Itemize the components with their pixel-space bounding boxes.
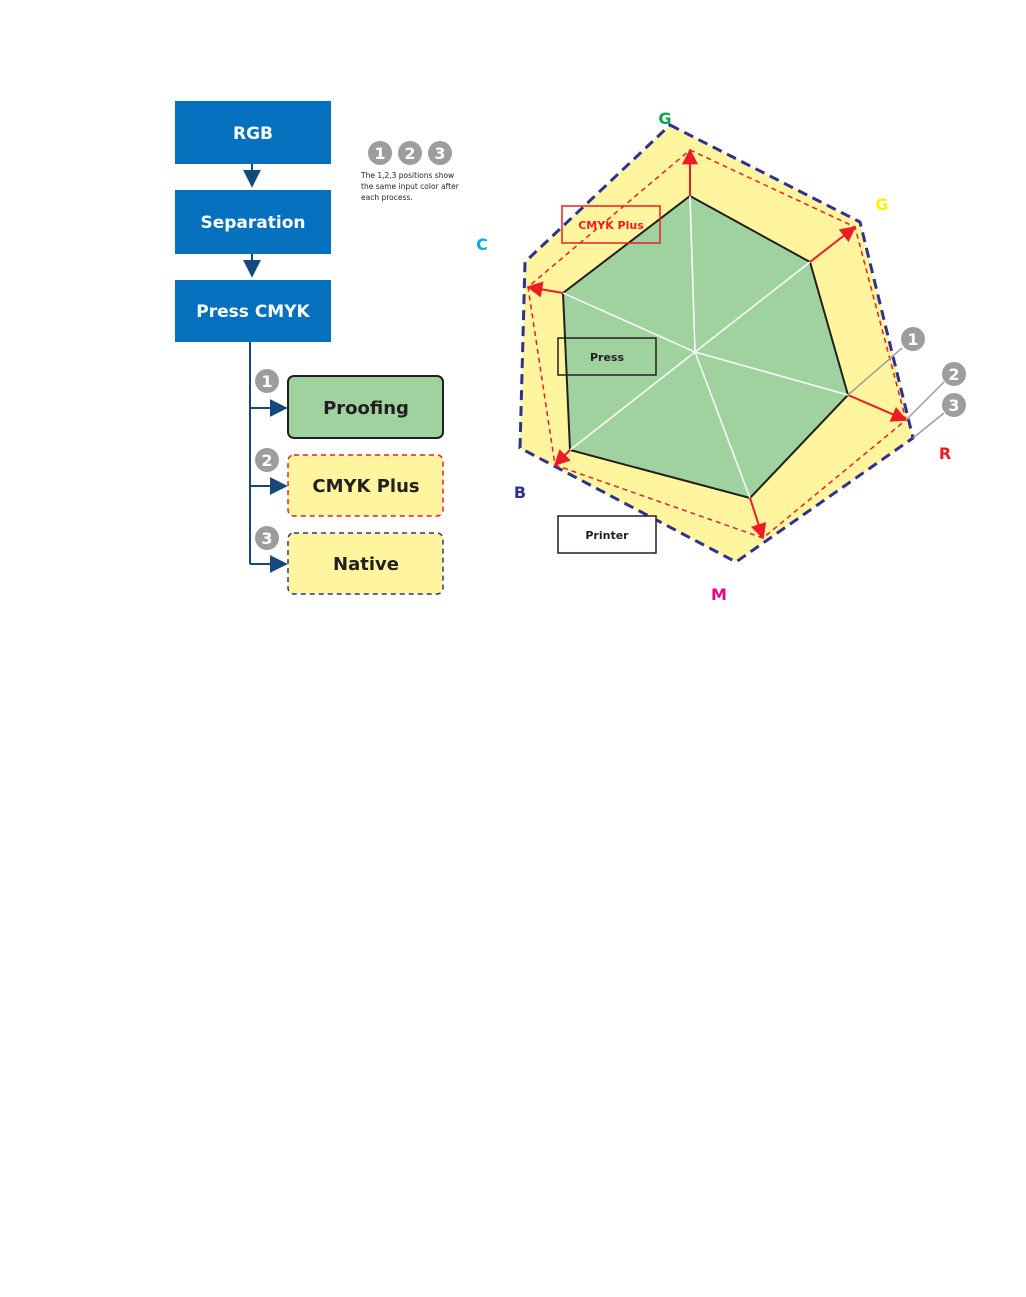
press-tag-label: Press (590, 351, 624, 364)
step-1-number: 1 (261, 372, 272, 391)
printer-tag-label: Printer (585, 529, 629, 542)
marker-2-leader (906, 382, 944, 420)
gamut-marker-2-number: 2 (948, 365, 959, 384)
press-cmyk-label: Press CMYK (196, 302, 310, 322)
cmyk-plus-label: CMYK Plus (312, 476, 419, 497)
label-g-right: G (875, 195, 888, 214)
separation-label: Separation (200, 213, 305, 233)
rgb-label: RGB (233, 124, 273, 144)
legend-number-2: 2 (404, 144, 415, 163)
legend-line-1: The 1,2,3 positions show (360, 171, 454, 180)
legend-number-1: 1 (374, 144, 385, 163)
legend-line-3: each process. (361, 193, 413, 202)
label-b: B (514, 483, 526, 502)
label-r: R (939, 444, 951, 463)
cmyk-plus-tag-label: CMYK Plus (578, 219, 644, 232)
legend-line-2: the same input color after (361, 182, 460, 191)
label-c: C (476, 235, 488, 254)
gamut-marker-3-number: 3 (948, 396, 959, 415)
proofing-label: Proofing (323, 398, 409, 419)
legend-number-3: 3 (434, 144, 445, 163)
label-g-top: G (658, 109, 671, 128)
native-label: Native (333, 554, 399, 575)
gamut-marker-1-number: 1 (907, 330, 918, 349)
label-m: M (711, 585, 727, 604)
step-3-number: 3 (261, 529, 272, 548)
marker-3-leader (913, 413, 944, 438)
step-2-number: 2 (261, 451, 272, 470)
legend: 1 2 3 The 1,2,3 positions show the same … (360, 141, 460, 202)
gamut-diagram: 1 2 3 CMYK Plus Press Printer G G C R B … (476, 109, 966, 604)
